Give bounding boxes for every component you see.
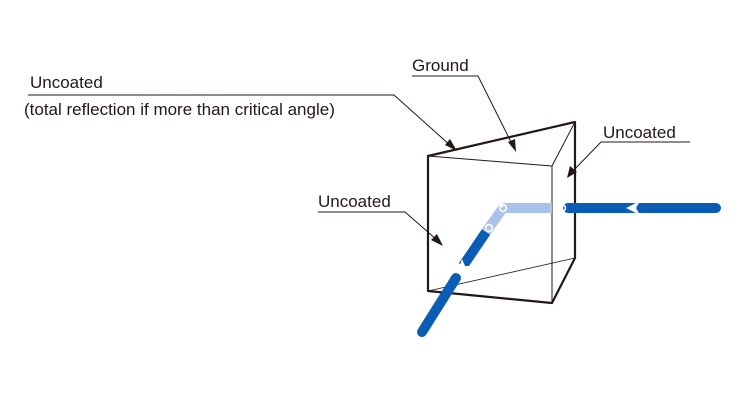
beam-inside-diagonal xyxy=(481,205,508,235)
beam-marker-exit-face xyxy=(557,203,567,213)
prism-top-face-edge-left xyxy=(427,155,553,167)
leader-uncoated-left xyxy=(318,211,438,241)
prism-outline xyxy=(426,120,577,305)
prism-top-face-edge-right xyxy=(551,121,576,167)
leader-ground xyxy=(412,75,513,145)
light-beam xyxy=(417,201,721,337)
arrowhead-uncoated-right xyxy=(567,166,577,178)
beam-direction-chevron-2 xyxy=(457,259,472,274)
labels: Ground Uncoated (total reflection if mor… xyxy=(24,56,676,211)
label-uncoated-right: Uncoated xyxy=(603,123,676,142)
beam-marker-diagonal xyxy=(484,223,494,233)
beam-outgoing xyxy=(417,273,461,337)
arrowhead-ground xyxy=(508,139,516,152)
leader-uncoated-top xyxy=(28,94,452,147)
beam-marker-reflection xyxy=(498,203,508,213)
beam-inside-dark xyxy=(458,229,491,269)
label-uncoated-left: Uncoated xyxy=(318,192,391,211)
leaders xyxy=(28,75,690,246)
beam-direction-chevron-1 xyxy=(626,201,640,215)
label-uncoated-top-left-line1: Uncoated xyxy=(30,73,103,92)
leader-uncoated-right xyxy=(571,141,690,173)
label-ground: Ground xyxy=(412,56,469,75)
label-uncoated-top-left-line2: (total reflection if more than critical … xyxy=(24,100,335,119)
arrowhead-uncoated-top xyxy=(445,139,457,151)
arrowhead-uncoated-left xyxy=(431,234,443,246)
